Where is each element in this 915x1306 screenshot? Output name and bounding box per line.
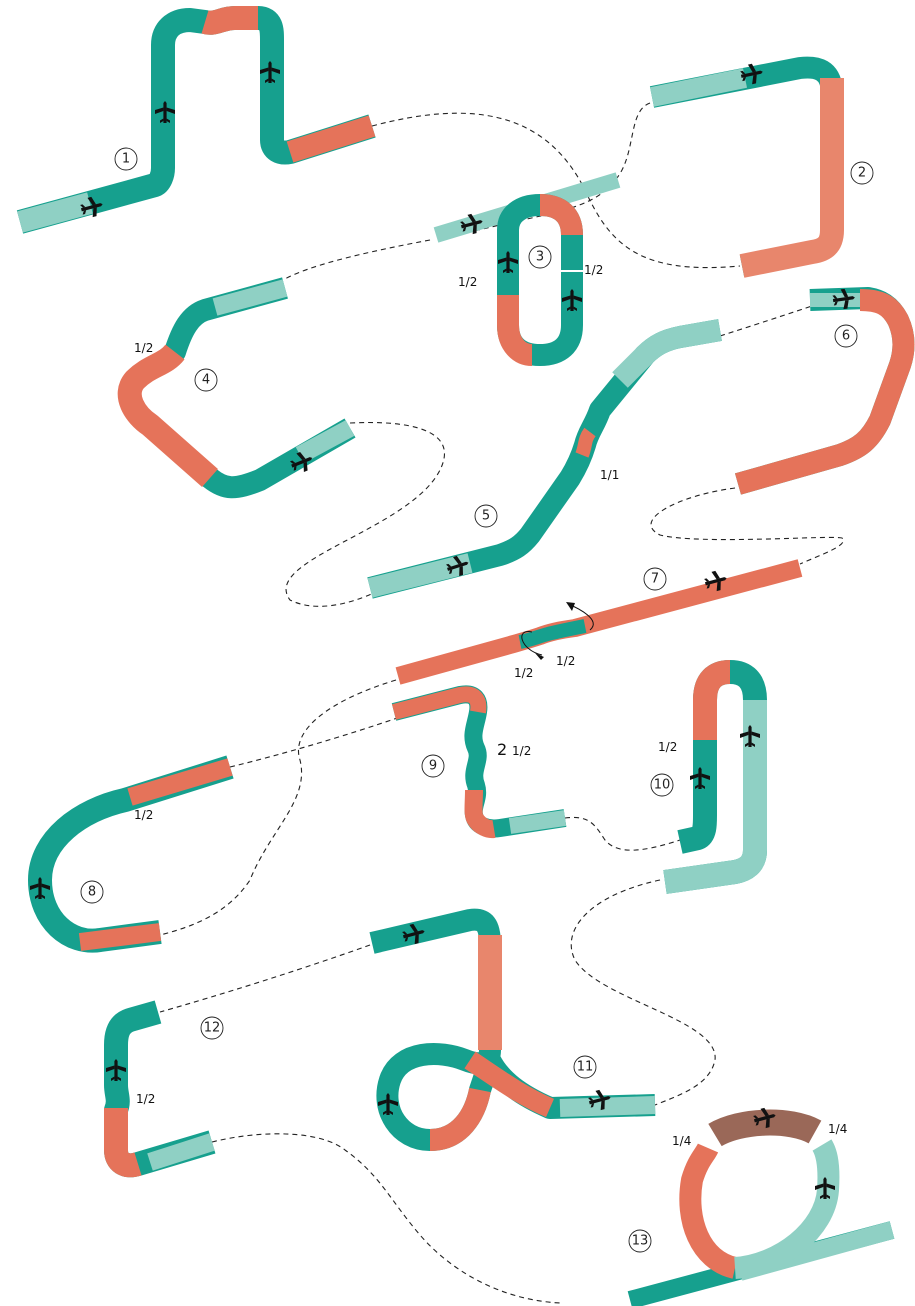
figure-8-number: 8 — [81, 881, 103, 903]
figure-9-twist-label: 2 1/2 — [497, 740, 531, 759]
svg-text:1/4: 1/4 — [672, 1134, 691, 1148]
figure-5-number: 5 — [475, 505, 497, 527]
svg-text:1/2: 1/2 — [584, 263, 603, 277]
svg-text:1: 1 — [122, 152, 130, 167]
figure-10-ribbon — [665, 672, 760, 882]
figure-4-twist-label: 1/2 — [134, 341, 153, 355]
figure-12-ribbon — [106, 1012, 212, 1165]
figure-10-number: 10 — [651, 774, 673, 796]
figure-8-ribbon — [30, 767, 230, 942]
figure-2-number: 2 — [851, 162, 873, 184]
figure-13-number: 13 — [629, 1230, 651, 1252]
svg-text:13: 13 — [632, 1234, 649, 1249]
figure-4-number: 4 — [195, 369, 217, 391]
svg-text:2: 2 — [858, 166, 866, 181]
figure-1-number: 1 — [115, 148, 137, 170]
figure-7-twist-label-right: 1/2 — [556, 654, 575, 668]
svg-text:6: 6 — [842, 329, 850, 344]
svg-text:1/2: 1/2 — [134, 341, 153, 355]
figure-8-twist-label: 1/2 — [134, 808, 153, 822]
figure-9-ribbon — [394, 694, 565, 829]
figure-5-ribbon — [370, 330, 720, 588]
figure-1-ribbon — [20, 18, 372, 222]
svg-text:7: 7 — [651, 572, 659, 587]
svg-text:2: 2 — [497, 740, 507, 759]
figure-13-ribbon — [630, 1105, 892, 1300]
svg-text:1/2: 1/2 — [514, 666, 533, 680]
svg-text:1/1: 1/1 — [600, 468, 619, 482]
svg-text:12: 12 — [204, 1021, 221, 1036]
figure-3-twist-label-right: 1/2 — [584, 263, 603, 277]
svg-text:9: 9 — [429, 759, 437, 774]
figure-4-ribbon — [130, 288, 350, 487]
svg-text:3: 3 — [536, 250, 544, 265]
figure-7-number: 7 — [644, 568, 666, 590]
svg-text:1/2: 1/2 — [134, 808, 153, 822]
figure-12-number: 12 — [201, 1017, 223, 1039]
figure-12-twist-label: 1/2 — [136, 1092, 155, 1106]
svg-text:4: 4 — [202, 373, 210, 388]
figure-7-twist-label-left: 1/2 — [514, 666, 533, 680]
svg-text:11: 11 — [577, 1060, 594, 1075]
figure-9-number: 9 — [422, 755, 444, 777]
svg-text:10: 10 — [654, 778, 671, 793]
figure-3-number: 3 — [529, 246, 551, 268]
figure-5-twist-label: 1/1 — [600, 468, 619, 482]
figure-13-twist-label-right: 1/4 — [828, 1122, 847, 1136]
figure-11-ribbon — [372, 920, 655, 1140]
figure-10-twist-label: 1/2 — [658, 740, 677, 754]
figure-7-ribbon — [398, 568, 800, 676]
svg-text:1/2: 1/2 — [458, 275, 477, 289]
figure-6-ribbon — [738, 288, 904, 484]
svg-text:8: 8 — [88, 885, 96, 900]
svg-text:1/4: 1/4 — [828, 1122, 847, 1136]
figure-3-twist-label-left: 1/2 — [458, 275, 477, 289]
svg-text:5: 5 — [482, 509, 490, 524]
svg-text:1/2: 1/2 — [136, 1092, 155, 1106]
figure-13-twist-label-left: 1/4 — [672, 1134, 691, 1148]
figure-6-number: 6 — [835, 325, 857, 347]
figure-2-ribbon — [652, 62, 832, 266]
figure-11-number: 11 — [574, 1056, 596, 1078]
svg-text:1/2: 1/2 — [556, 654, 575, 668]
svg-text:1/2: 1/2 — [512, 744, 531, 758]
svg-text:1/2: 1/2 — [658, 740, 677, 754]
